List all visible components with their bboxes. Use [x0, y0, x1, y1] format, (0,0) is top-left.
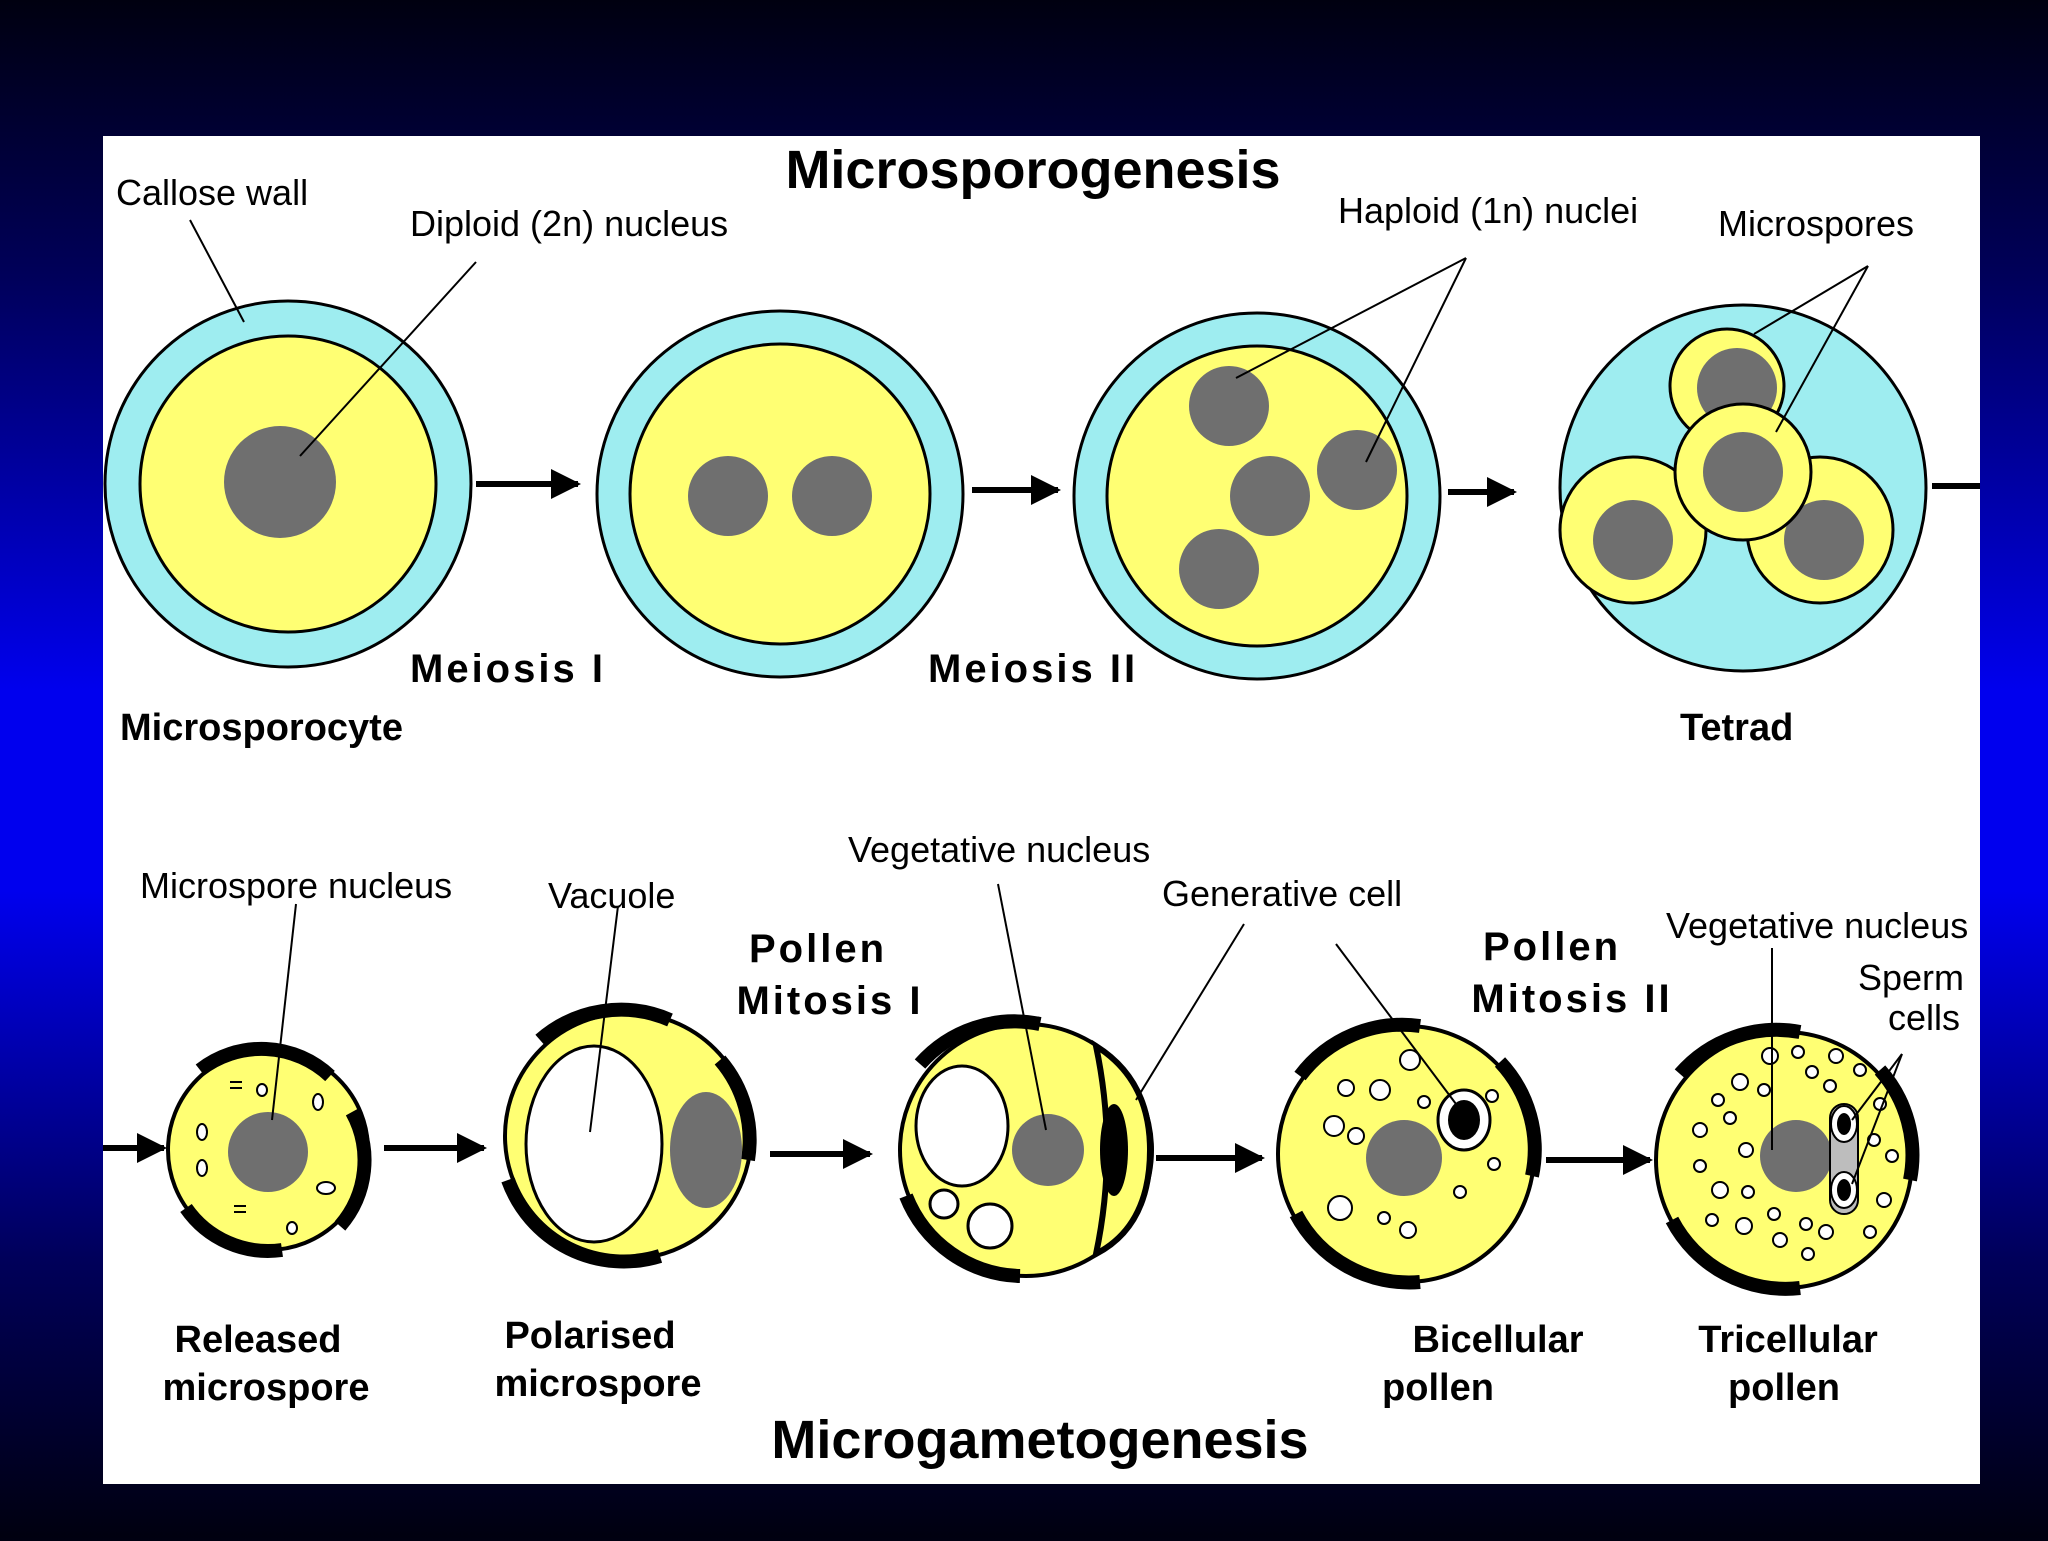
- stage-released-line1: Released: [175, 1319, 342, 1361]
- stage-microsporocyte: Microsporocyte: [120, 707, 403, 749]
- stage-released-line2: microspore: [163, 1367, 370, 1409]
- stage-tricellular-line2: pollen: [1728, 1367, 1840, 1409]
- stage-tetrad: Tetrad: [1680, 707, 1793, 749]
- bottom-arrows: [103, 1133, 1653, 1175]
- stage-pollen-mitosis-1-line1: Pollen: [749, 927, 887, 971]
- stage-polarised-line1: Polarised: [504, 1315, 675, 1357]
- title-microgametogenesis: Microgametogenesis: [771, 1410, 1308, 1470]
- stage-pollen-mitosis-2-line2: Mitosis II: [1471, 977, 1672, 1021]
- label-sperm-cells-1: Sperm: [1858, 957, 1964, 998]
- label-callose-wall: Callose wall: [116, 172, 308, 213]
- label-microspores: Microspores: [1718, 203, 1914, 244]
- stage-bicellular-line1: Bicellular: [1412, 1319, 1583, 1361]
- cell-polarised-microspore: [501, 1002, 757, 1269]
- cell-pollen-mitosis-1: [898, 1014, 1154, 1283]
- label-haploid-nuclei: Haploid (1n) nuclei: [1338, 190, 1638, 231]
- cell-microsporocyte: [103, 299, 473, 669]
- label-sperm-cells-2: cells: [1888, 997, 1960, 1038]
- stage-bicellular-line2: pollen: [1382, 1367, 1494, 1409]
- label-vacuole: Vacuole: [548, 875, 675, 916]
- stage-meiosis-2: Meiosis II: [928, 647, 1138, 691]
- cell-tricellular-pollen: [1654, 1022, 1920, 1296]
- label-vegetative-nucleus-1: Vegetative nucleus: [848, 829, 1150, 870]
- label-vegetative-nucleus-2: Vegetative nucleus: [1666, 905, 1968, 946]
- stage-polarised-line2: microspore: [495, 1363, 702, 1405]
- cell-bicellular-pollen: [1276, 1017, 1542, 1290]
- top-leader-lines: [189, 219, 1869, 463]
- label-diploid-nucleus: Diploid (2n) nucleus: [410, 203, 728, 244]
- stage-meiosis-1: Meiosis I: [410, 647, 606, 691]
- stage-tricellular-line1: Tricellular: [1698, 1319, 1878, 1361]
- top-arrows: [476, 469, 1980, 507]
- title-microsporogenesis: Microsporogenesis: [785, 140, 1280, 200]
- label-generative-cell: Generative cell: [1162, 873, 1402, 914]
- label-microspore-nucleus: Microspore nucleus: [140, 865, 452, 906]
- cell-tetrad: [1558, 303, 1928, 673]
- bottom-leader-lines: [271, 883, 1903, 1185]
- stage-pollen-mitosis-2-line1: Pollen: [1483, 925, 1621, 969]
- stage-pollen-mitosis-1-line2: Mitosis I: [736, 979, 923, 1023]
- cell-after-meiosis-1: [595, 309, 965, 679]
- cell-released-microspore: [166, 1041, 372, 1258]
- cell-after-meiosis-2: [1072, 311, 1442, 681]
